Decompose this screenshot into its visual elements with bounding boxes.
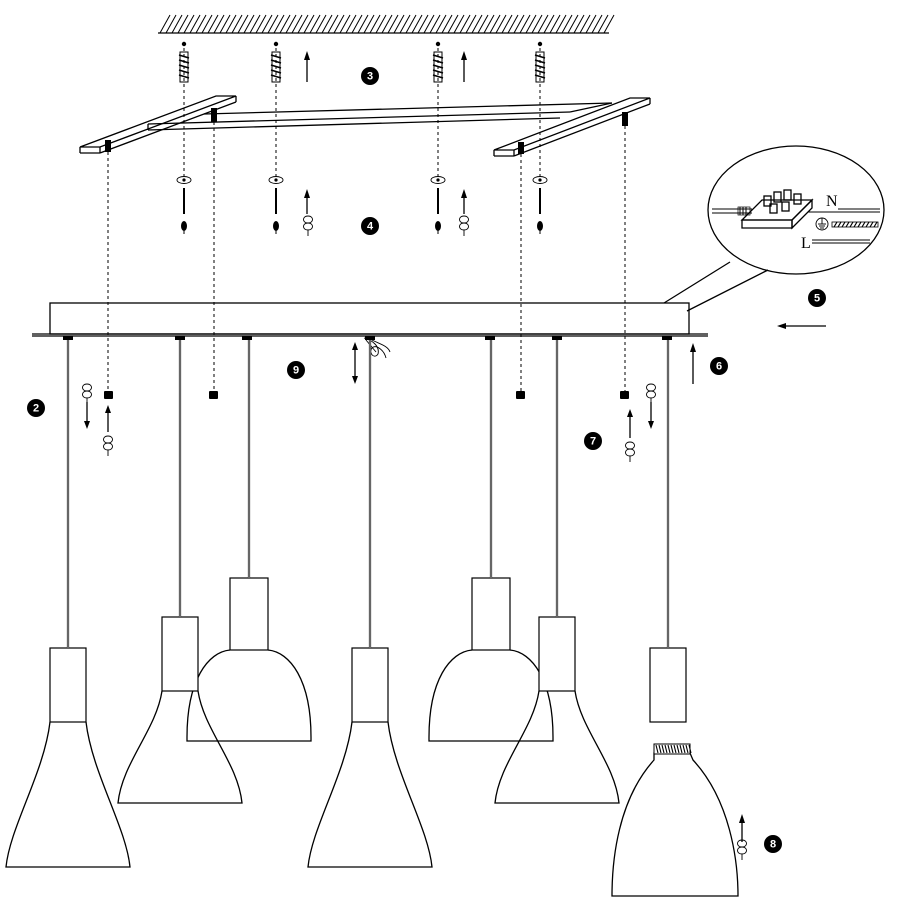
step-number: 4 [367,221,374,233]
step-number: 6 [716,361,722,373]
step-badge-6: 6 [710,357,728,375]
detached-cone-shade [611,743,739,897]
step-badge-9: 9 [287,361,305,379]
wiring-detail-callout: N L [663,145,885,312]
screw-with-washer-icon [430,176,446,234]
mounting-bracket [79,95,651,157]
twist-spiral-icon [625,441,635,462]
cable-knot-icon [363,337,391,359]
step-badge-7: 7 [584,432,602,450]
terminal-block [740,189,814,230]
step-badge-5: 5 [808,289,826,307]
cone-pendant-lamp [5,647,131,868]
step-number: 8 [770,839,776,851]
cord-grip [365,336,375,340]
twist-spiral-icon [82,383,92,404]
lamp-socket-without-shade [649,647,687,723]
screw-with-washer-icon [532,176,548,234]
alignment-lines [107,42,626,392]
cord-grip [485,336,495,340]
twist-spiral-icon [103,435,113,456]
twist-spiral-icon [646,383,656,404]
cord-grip [242,336,252,340]
twist-spiral-icon [737,839,747,860]
step-number: 3 [367,71,373,83]
cone-pendant-lamp [307,647,433,868]
cord-grip [175,336,185,340]
cord-grip [63,336,73,340]
twist-spiral-icon [459,215,469,236]
neutral-label: N [826,193,838,210]
dome-pendant-lamp [428,577,554,742]
live-label: L [801,235,811,252]
step-badge-4: 4 [361,217,379,235]
cord-grip [662,336,672,340]
step-badge-3: 3 [361,67,379,85]
twist-icons [82,215,747,860]
screw-with-washer-icon [176,176,192,234]
dome-pendant-lamp [186,577,312,742]
direction-arrows [84,51,826,842]
screw-with-washer-icon [268,176,284,234]
step-badges: 2 3 4 5 6 7 8 9 [27,67,826,853]
cord-grip [552,336,562,340]
earth-ground-icon [815,217,829,231]
cone-pendant-lamp [494,616,620,804]
step-badge-8: 8 [764,835,782,853]
twist-spiral-icon [303,215,313,236]
step-number: 5 [814,293,820,305]
step-number: 9 [293,365,299,377]
ceiling [158,14,615,34]
canopy [32,302,708,399]
step-badge-2: 2 [27,399,45,417]
step-number: 7 [590,436,596,448]
cone-pendant-lamp [117,616,243,804]
step-number: 2 [33,403,39,415]
pendant-lamps [5,340,687,868]
